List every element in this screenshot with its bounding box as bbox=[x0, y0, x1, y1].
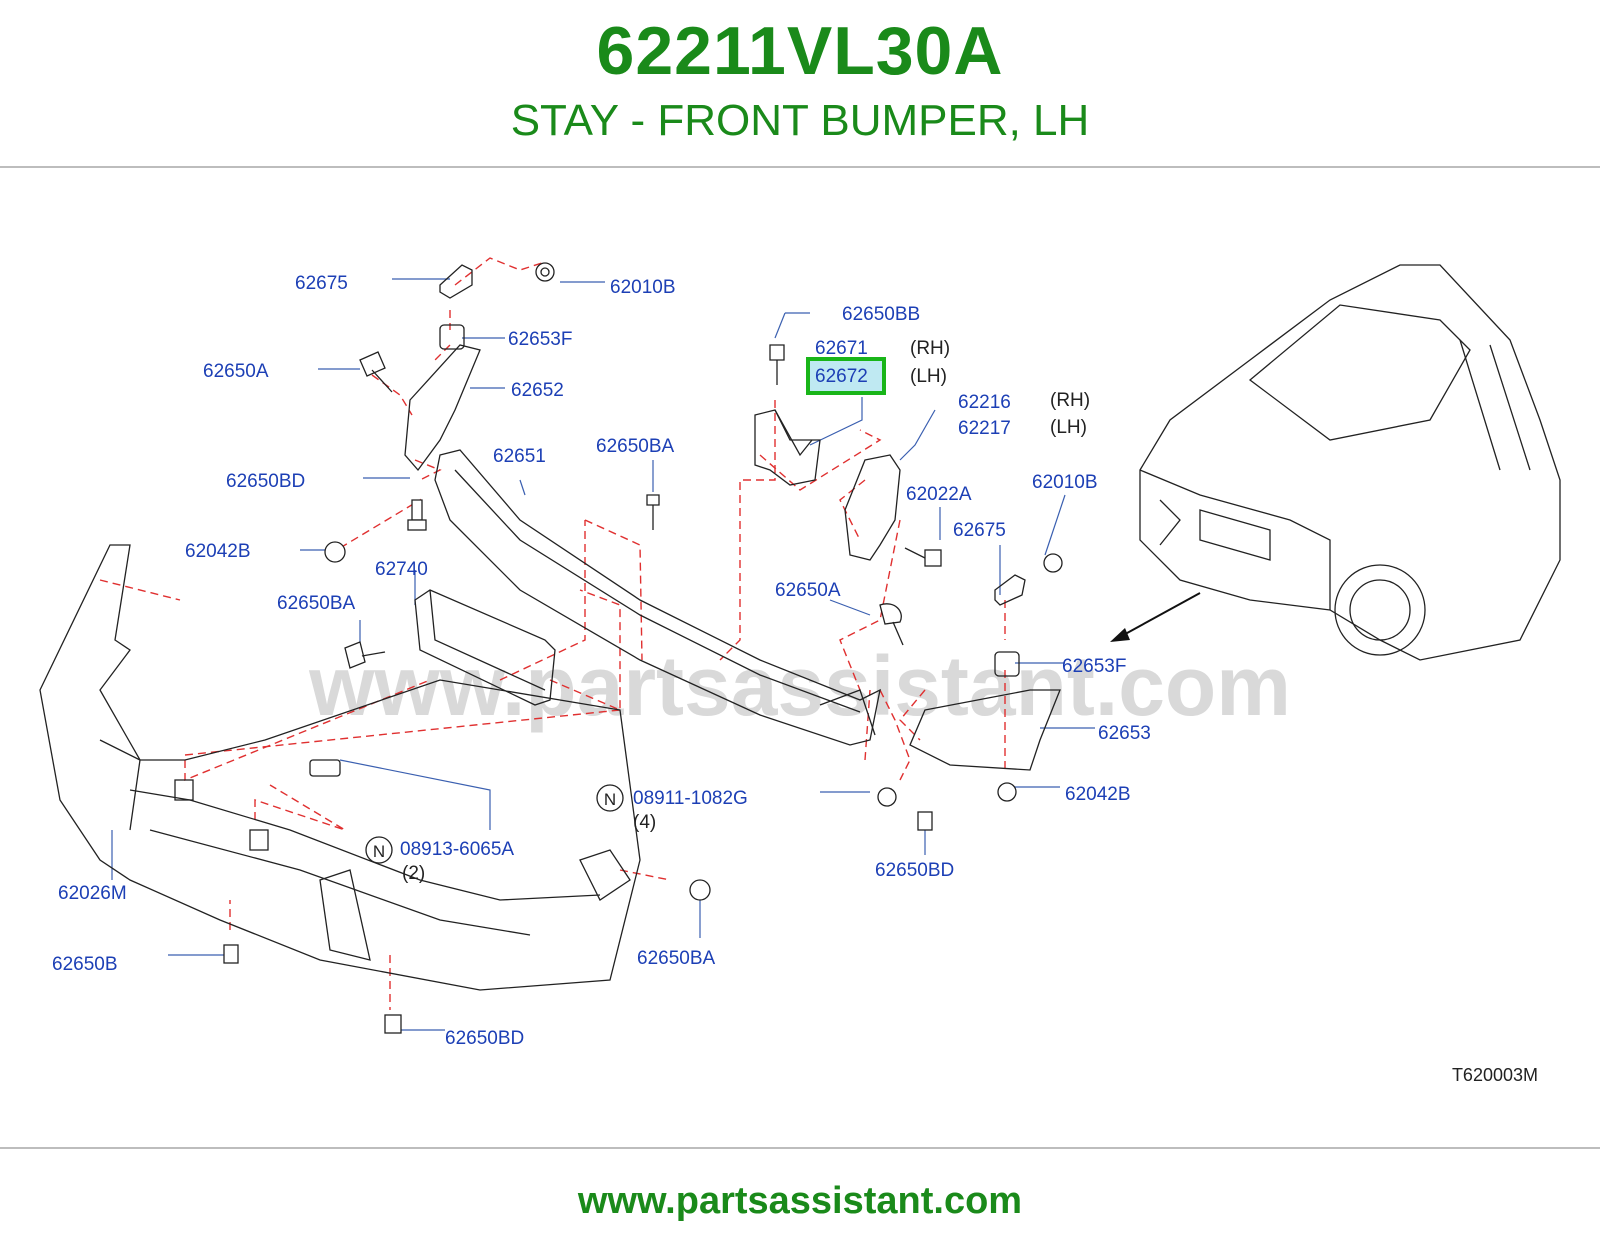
page-header: 62211VL30A STAY - FRONT BUMPER, LH bbox=[0, 0, 1600, 165]
bumper-reinforcement-drawing bbox=[434, 449, 881, 746]
label-08911-1082G[interactable]: 08911-1082G bbox=[633, 788, 748, 809]
footer-url[interactable]: www.partsassistant.com bbox=[577, 1180, 1023, 1222]
highlight-box-62672 bbox=[806, 357, 886, 395]
label-62675-top[interactable]: 62675 bbox=[295, 273, 348, 294]
label-62650BA-bottom[interactable]: 62650BA bbox=[637, 948, 716, 969]
label-62650BA-mid[interactable]: 62650BA bbox=[596, 436, 675, 457]
n-marker-08913 bbox=[365, 836, 393, 864]
label-62042B-left[interactable]: 62042B bbox=[185, 541, 251, 562]
label-rh-2: (RH) bbox=[1050, 390, 1090, 411]
rubber-mount-right bbox=[994, 651, 1020, 677]
side-bracket-drawing bbox=[404, 344, 481, 472]
label-62653F-top[interactable]: 62653F bbox=[508, 329, 572, 350]
footer-divider bbox=[0, 1147, 1600, 1149]
side-extension-drawing bbox=[909, 689, 1061, 771]
bolt-62650B bbox=[223, 944, 239, 964]
label-62650B[interactable]: 62650B bbox=[52, 954, 118, 975]
bolt-62022A bbox=[924, 549, 942, 567]
label-62026M[interactable]: 62026M bbox=[58, 883, 127, 904]
label-62740[interactable]: 62740 bbox=[375, 559, 428, 580]
label-lh-2: (LH) bbox=[1050, 417, 1087, 438]
label-62216[interactable]: 62216 bbox=[958, 392, 1011, 413]
direction-arrowhead bbox=[1110, 628, 1130, 642]
label-62650BD-left[interactable]: 62650BD bbox=[226, 471, 305, 492]
watermark-text: www.partsassistant.com bbox=[308, 639, 1291, 733]
rubber-mount-top bbox=[439, 324, 465, 350]
bolt-62650BD-bottom bbox=[384, 1014, 402, 1034]
label-62653[interactable]: 62653 bbox=[1098, 723, 1151, 744]
bolt-62650BA-mid bbox=[646, 494, 660, 506]
label-qty-2: (2) bbox=[402, 863, 425, 884]
label-62675-right[interactable]: 62675 bbox=[953, 520, 1006, 541]
label-62022A[interactable]: 62022A bbox=[906, 484, 972, 505]
fastener-drawings bbox=[223, 262, 1063, 1034]
n-marker-08913-letter: N bbox=[373, 842, 385, 861]
label-62650BB[interactable]: 62650BB bbox=[842, 304, 920, 325]
clip-08913 bbox=[309, 759, 341, 777]
bolt-62650BB bbox=[769, 344, 785, 361]
label-62671[interactable]: 62671 bbox=[815, 338, 868, 359]
label-62672[interactable]: 62672 bbox=[815, 366, 868, 387]
bolt-62650A-mid bbox=[879, 603, 902, 625]
nut-62042B-right bbox=[997, 782, 1017, 802]
bumper-fascia-drawing bbox=[39, 544, 641, 991]
side-member-bracket-drawing bbox=[844, 454, 901, 561]
label-62650BA-left[interactable]: 62650BA bbox=[277, 593, 356, 614]
part-number-title: 62211VL30A bbox=[596, 13, 1004, 89]
label-62653F-right[interactable]: 62653F bbox=[1062, 656, 1126, 677]
bolt-62650BA-left bbox=[344, 641, 366, 669]
nut-62010B-right bbox=[1043, 553, 1063, 573]
label-62010B-right[interactable]: 62010B bbox=[1032, 472, 1098, 493]
label-62042B-right[interactable]: 62042B bbox=[1065, 784, 1131, 805]
callout-labels: 62675 62010B 62653F 62650A 62652 62651 6… bbox=[52, 273, 1151, 1049]
n-markers: N N bbox=[365, 784, 624, 864]
energy-absorber-drawing bbox=[414, 589, 556, 706]
bolt-62650BD-mid bbox=[917, 811, 933, 831]
label-rh-1: (RH) bbox=[910, 338, 950, 359]
label-lh-1: (LH) bbox=[910, 366, 947, 387]
label-qty-4: (4) bbox=[633, 812, 656, 833]
bolt-62650BD-left bbox=[411, 499, 423, 521]
n-marker-08911-letter: N bbox=[604, 790, 616, 809]
stay-bracket-drawing bbox=[754, 409, 821, 486]
part-description: STAY - FRONT BUMPER, LH bbox=[510, 96, 1090, 145]
label-62650A-left[interactable]: 62650A bbox=[203, 361, 269, 382]
vehicle-outline-drawing bbox=[1139, 264, 1561, 661]
label-62651[interactable]: 62651 bbox=[493, 446, 546, 467]
label-62217[interactable]: 62217 bbox=[958, 418, 1011, 439]
figure-code: T620003M bbox=[1452, 1065, 1538, 1085]
label-62010B-top[interactable]: 62010B bbox=[610, 277, 676, 298]
bolt-62650BA-bottom bbox=[689, 879, 711, 901]
bolt-62650A-left bbox=[359, 351, 386, 377]
header-divider bbox=[0, 166, 1600, 168]
n-marker-08911 bbox=[596, 784, 624, 812]
label-62650A-mid[interactable]: 62650A bbox=[775, 580, 841, 601]
leader-lines bbox=[111, 278, 1201, 1031]
mount-bracket-right bbox=[994, 574, 1026, 606]
label-62652[interactable]: 62652 bbox=[511, 380, 564, 401]
label-62650BD-mid[interactable]: 62650BD bbox=[875, 860, 954, 881]
parts-diagram: www.partsassistant.com bbox=[39, 257, 1561, 1085]
nut-08911 bbox=[877, 787, 897, 807]
part-drawings bbox=[39, 264, 1561, 991]
label-08913-6065A[interactable]: 08913-6065A bbox=[400, 839, 514, 860]
mount-bracket-top bbox=[439, 264, 473, 299]
nut-62042B-left bbox=[324, 541, 346, 563]
label-62650BD-bottom[interactable]: 62650BD bbox=[445, 1028, 524, 1049]
